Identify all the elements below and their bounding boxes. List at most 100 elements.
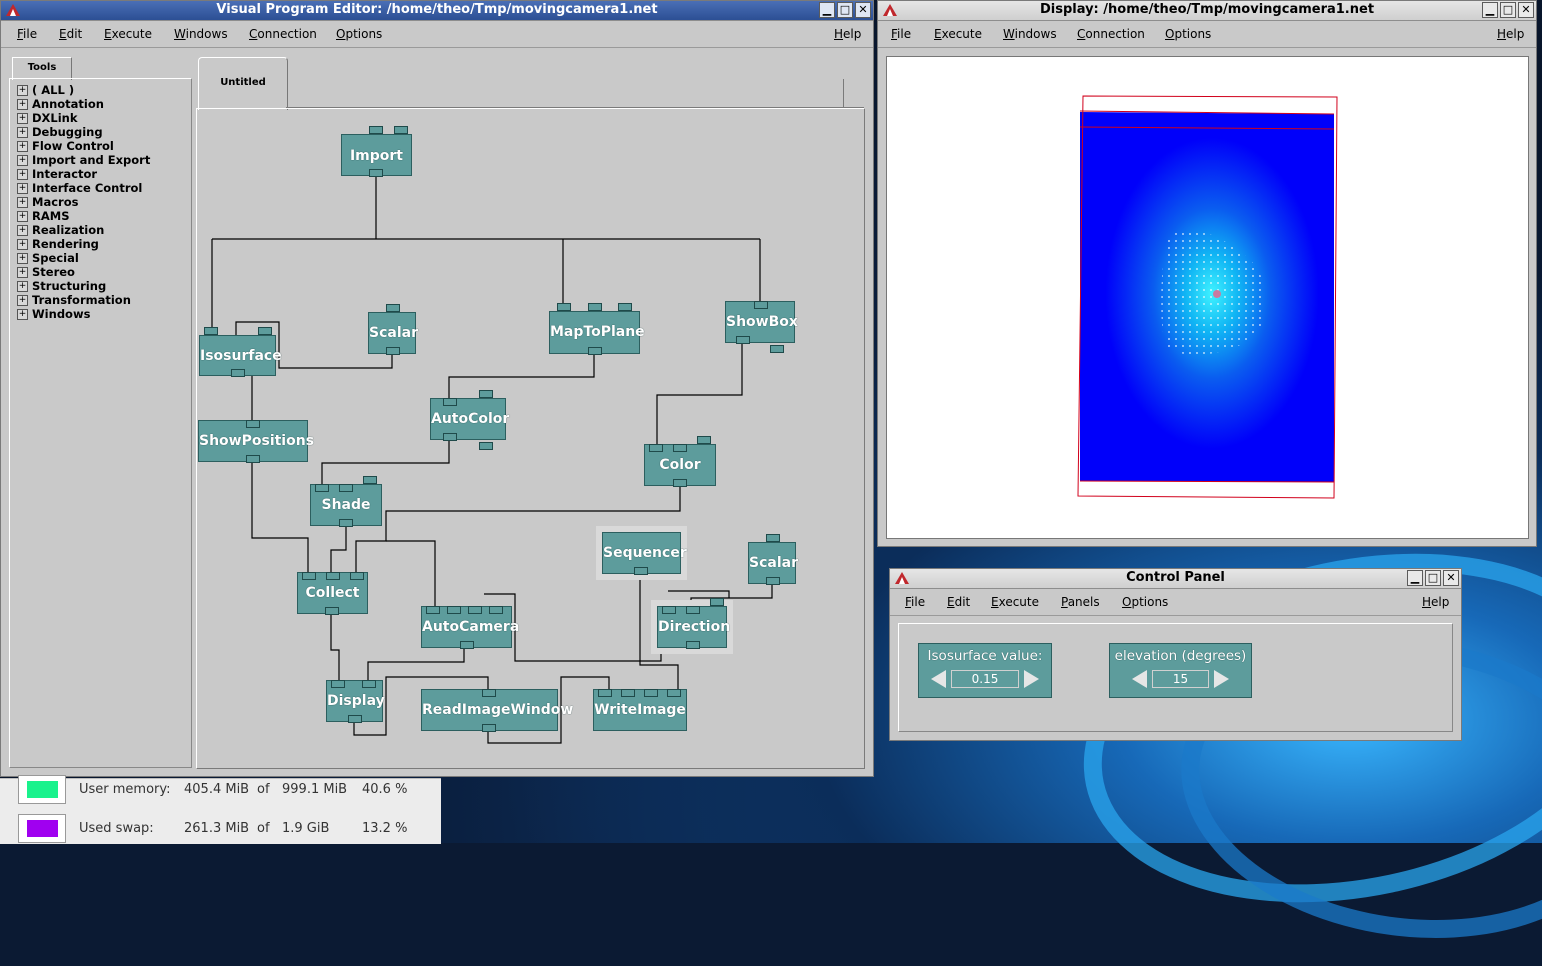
menu-panels[interactable]: Panels bbox=[1061, 595, 1100, 609]
isosurface-value-stepper[interactable]: 0.15 bbox=[931, 670, 1039, 688]
input-port[interactable] bbox=[258, 327, 272, 335]
menu-connection[interactable]: Connection bbox=[1077, 27, 1145, 41]
menu-options[interactable]: Options bbox=[1122, 595, 1169, 609]
input-port[interactable] bbox=[644, 689, 658, 697]
tab-untitled[interactable]: Untitled bbox=[198, 57, 288, 110]
tool-category[interactable]: +Import and Export bbox=[17, 153, 151, 167]
input-port[interactable] bbox=[443, 398, 457, 406]
isosurface-value-field[interactable]: 0.15 bbox=[951, 670, 1019, 688]
input-port[interactable] bbox=[686, 606, 700, 614]
arrow-left-icon[interactable] bbox=[1132, 670, 1147, 688]
module-sequencer[interactable]: Sequencer bbox=[596, 526, 687, 580]
input-port[interactable] bbox=[331, 680, 345, 688]
output-port[interactable] bbox=[673, 479, 687, 487]
output-port[interactable] bbox=[339, 519, 353, 527]
menu-help[interactable]: Help bbox=[1497, 27, 1525, 41]
output-port[interactable] bbox=[325, 607, 339, 615]
module-autocolor[interactable]: AutoColor bbox=[430, 390, 509, 450]
output-port[interactable] bbox=[634, 567, 648, 575]
close-icon[interactable]: ✕ bbox=[1443, 570, 1459, 586]
tool-category[interactable]: +Debugging bbox=[17, 125, 103, 139]
output-port[interactable] bbox=[770, 345, 784, 353]
tool-category[interactable]: +Structuring bbox=[17, 279, 107, 293]
output-port[interactable] bbox=[231, 369, 245, 377]
tool-category[interactable]: +RAMS bbox=[17, 209, 70, 223]
tool-category[interactable]: +Realization bbox=[17, 223, 105, 237]
tool-category[interactable]: +Interactor bbox=[17, 167, 98, 181]
arrow-right-icon[interactable] bbox=[1214, 670, 1229, 688]
input-port[interactable] bbox=[326, 572, 340, 580]
input-port[interactable] bbox=[598, 689, 612, 697]
module-autocamera[interactable]: AutoCamera bbox=[421, 606, 519, 649]
output-port[interactable] bbox=[766, 577, 780, 585]
input-port[interactable] bbox=[246, 420, 260, 428]
input-port[interactable] bbox=[362, 680, 376, 688]
output-port[interactable] bbox=[460, 641, 474, 649]
module-shade[interactable]: Shade bbox=[310, 476, 382, 527]
module-readimagewindow[interactable]: ReadImageWindow bbox=[421, 689, 573, 732]
tool-category[interactable]: +Windows bbox=[17, 307, 91, 321]
input-port[interactable] bbox=[621, 689, 635, 697]
output-port[interactable] bbox=[736, 336, 750, 344]
tool-category[interactable]: +Flow Control bbox=[17, 139, 114, 153]
module-import[interactable]: Import bbox=[341, 126, 412, 177]
tool-category[interactable]: +Transformation bbox=[17, 293, 131, 307]
menu-execute[interactable]: Execute bbox=[104, 27, 152, 41]
tool-category[interactable]: +Macros bbox=[17, 195, 79, 209]
input-port[interactable] bbox=[766, 534, 780, 542]
input-port[interactable] bbox=[662, 606, 676, 614]
menu-options[interactable]: Options bbox=[336, 27, 383, 41]
input-port[interactable] bbox=[386, 304, 400, 312]
control-panel-titlebar[interactable]: Control Panel ▁ □ ✕ bbox=[890, 569, 1461, 589]
minimize-icon[interactable]: ▁ bbox=[1407, 570, 1423, 586]
module-collect[interactable]: Collect bbox=[297, 572, 368, 615]
menu-execute[interactable]: Execute bbox=[991, 595, 1039, 609]
maximize-icon[interactable]: □ bbox=[1425, 570, 1441, 586]
input-port[interactable] bbox=[369, 126, 383, 134]
input-port[interactable] bbox=[588, 303, 602, 311]
module-showpositions[interactable]: ShowPositions bbox=[198, 420, 314, 463]
output-port[interactable] bbox=[588, 347, 602, 355]
tool-category[interactable]: +DXLink bbox=[17, 111, 78, 125]
elevation-interactor[interactable]: elevation (degrees) 15 bbox=[1109, 643, 1252, 698]
arrow-left-icon[interactable] bbox=[931, 670, 946, 688]
vpe-titlebar[interactable]: Visual Program Editor: /home/theo/Tmp/mo… bbox=[1, 1, 873, 21]
close-icon[interactable]: ✕ bbox=[855, 2, 871, 18]
tool-category[interactable]: +( ALL ) bbox=[17, 83, 75, 97]
output-port[interactable] bbox=[479, 442, 493, 450]
input-port[interactable] bbox=[667, 689, 681, 697]
minimize-icon[interactable]: ▁ bbox=[1482, 2, 1498, 18]
input-port[interactable] bbox=[394, 126, 408, 134]
input-port[interactable] bbox=[557, 303, 571, 311]
input-port[interactable] bbox=[447, 606, 461, 614]
module-isosurface[interactable]: Isosurface bbox=[199, 327, 282, 377]
input-port[interactable] bbox=[479, 390, 493, 398]
module-direction[interactable]: Direction bbox=[651, 598, 733, 654]
input-port[interactable] bbox=[618, 303, 632, 311]
menu-file[interactable]: File bbox=[905, 595, 926, 609]
module-scalar-2[interactable]: Scalar bbox=[748, 534, 798, 585]
input-port[interactable] bbox=[315, 484, 329, 492]
input-port[interactable] bbox=[754, 301, 768, 309]
input-port[interactable] bbox=[302, 572, 316, 580]
input-port[interactable] bbox=[697, 436, 711, 444]
module-maptoplane[interactable]: MapToPlane bbox=[549, 303, 645, 355]
module-showbox[interactable]: ShowBox bbox=[725, 301, 798, 353]
output-port[interactable] bbox=[246, 455, 260, 463]
output-port[interactable] bbox=[386, 347, 400, 355]
tool-category[interactable]: +Interface Control bbox=[17, 181, 143, 195]
output-port[interactable] bbox=[482, 724, 496, 732]
menu-options[interactable]: Options bbox=[1165, 27, 1212, 41]
output-port[interactable] bbox=[686, 641, 700, 649]
input-port[interactable] bbox=[468, 606, 482, 614]
module-display[interactable]: Display bbox=[326, 680, 385, 723]
menu-windows[interactable]: Windows bbox=[174, 27, 228, 41]
module-writeimage[interactable]: WriteImage bbox=[593, 689, 687, 731]
tool-category[interactable]: +Annotation bbox=[17, 97, 104, 111]
input-port[interactable] bbox=[204, 327, 218, 335]
module-scalar[interactable]: Scalar bbox=[368, 304, 418, 355]
program-canvas[interactable] bbox=[196, 108, 865, 769]
input-port[interactable] bbox=[363, 476, 377, 484]
input-port[interactable] bbox=[710, 598, 724, 606]
input-port[interactable] bbox=[482, 689, 496, 697]
